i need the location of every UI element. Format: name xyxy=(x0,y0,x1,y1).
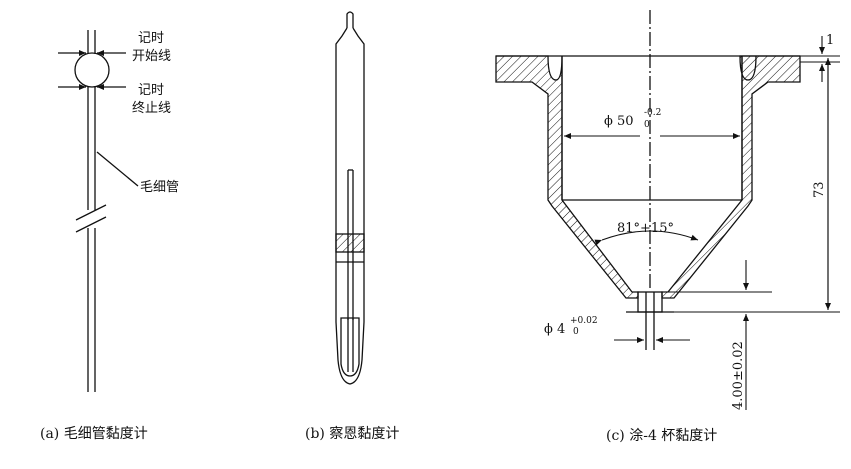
dim-orifice-length xyxy=(662,260,772,410)
capillary-leader xyxy=(96,151,139,187)
cup-walls xyxy=(495,55,801,299)
dim-diameter-tol-upper: -0.2 xyxy=(644,108,661,118)
label-end-line-1: 记时 xyxy=(138,83,164,98)
timing-bulb xyxy=(74,52,110,88)
label-capillary: 毛细管 xyxy=(140,180,179,195)
dim-orifice-tol-lower: 0 xyxy=(573,327,579,337)
dim-top-small xyxy=(770,36,840,82)
dim-height-value: 73 xyxy=(812,181,827,198)
zahn-viscometer xyxy=(335,11,365,385)
break-symbol xyxy=(75,204,107,221)
dim-orifice-tol-upper: +0.02 xyxy=(570,316,598,326)
dim-top-small-value: 1 xyxy=(826,33,834,48)
dim-diameter-tol-lower: 0 xyxy=(644,120,650,130)
tube-body xyxy=(335,27,365,385)
dim-orifice-length-value: 4.00±0.02 xyxy=(731,341,746,410)
label-end-line-2: 终止线 xyxy=(132,100,171,116)
capillary-viscometer xyxy=(58,30,139,392)
dim-angle-value: 81°+15° xyxy=(617,221,674,236)
caption-b: (b) 察恩黏度计 xyxy=(305,425,399,442)
dim-angle-arc xyxy=(594,230,699,246)
orifice xyxy=(637,291,663,313)
label-start-line-2: 开始线 xyxy=(132,49,171,64)
label-start-line-1: 记时 xyxy=(138,31,164,46)
dim-diameter-value: ϕ 50 xyxy=(604,114,634,129)
dim-orifice-value: ϕ 4 xyxy=(544,322,565,337)
dim-height xyxy=(662,58,840,313)
hatched-band xyxy=(335,233,365,253)
caption-a: (a) 毛细管黏度计 xyxy=(40,426,148,442)
caption-c: (c) 涂-4 杯黏度计 xyxy=(606,428,717,444)
